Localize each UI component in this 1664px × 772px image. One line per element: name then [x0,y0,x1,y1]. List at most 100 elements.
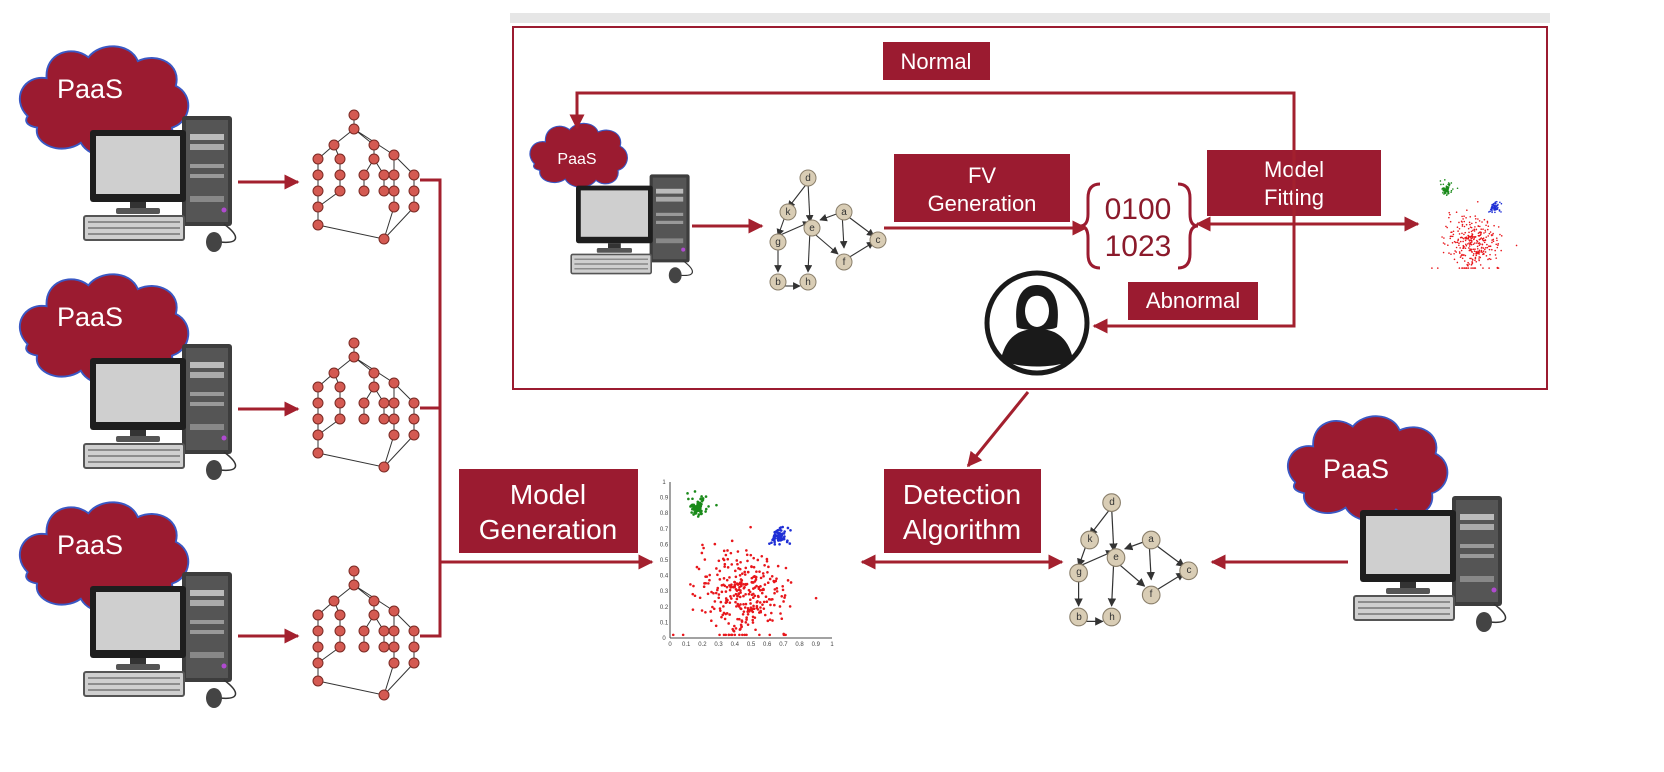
scatter-point [779,529,783,532]
scatter-point [744,583,748,587]
scatter-point [1474,248,1476,250]
scatter-point [695,505,699,508]
scatter-point [698,506,702,510]
scatter-point [714,591,718,595]
scatter-point [1478,235,1481,237]
scatter-point [1477,218,1479,220]
scatter-point [1497,242,1500,245]
scatter-point [749,525,752,529]
scatter-point [1486,243,1488,246]
scatter-point [777,539,780,542]
scatter-point [773,588,777,591]
scatter-point [1479,225,1481,228]
scatter-point [699,509,702,513]
scatter-point [1472,243,1475,246]
scatter-point [1462,237,1465,240]
scatter-point [1465,223,1468,226]
scatter-point [1474,259,1476,262]
scatter-point [724,612,727,616]
scatter-point [773,530,777,534]
scatter-point [1493,206,1495,209]
scatter-point [1476,247,1479,250]
scatter-point [1489,253,1491,256]
scatter-point [781,525,784,529]
graph-node-h-2: h [1109,612,1115,623]
scatter-point [1455,246,1458,249]
scatter-point [758,601,762,604]
scatter-point [1491,248,1493,251]
scatter-point [1488,248,1491,251]
scatter-point [1468,221,1471,224]
scatter-point [1470,243,1473,246]
scatter-point [720,615,723,619]
top-paas-label: PaaS [557,151,596,168]
scatter-point [730,583,733,586]
scatter-point [745,553,749,557]
scatter-point [1458,242,1460,245]
y-tick-label: 0.8 [660,511,669,517]
scatter-point [780,595,784,598]
x-tick-label: 0.1 [682,642,691,648]
scatter-point [1473,267,1476,269]
scatter-point [1479,256,1482,259]
scatter-point [749,602,752,605]
scatter-point [1448,211,1451,214]
scatter-point [712,591,715,595]
scatter-point [1450,189,1453,192]
scatter-point [1449,237,1452,240]
scatter-point [1498,209,1501,211]
feature-vector-line-1: 0100 [1105,193,1172,226]
scatter-point [1483,241,1486,244]
scatter-point [752,604,755,608]
scatter-point [761,603,764,606]
svg-text:Normal: Normal [901,49,972,74]
scatter-point [727,622,730,625]
scatter-point [735,559,739,562]
scatter-point [1459,240,1462,243]
scatter-point [1491,205,1493,208]
scatter-point [1467,236,1470,239]
scatter-point [1446,193,1448,195]
scatter-point [1454,250,1456,252]
svg-text:Generation: Generation [479,514,618,545]
scatter-point [707,505,710,508]
scatter-point [1447,189,1449,191]
scatter-point [1465,236,1468,238]
scatter-point [1463,220,1466,223]
scatter-point [730,597,733,600]
scatter-point [1448,184,1451,186]
scatter-point [1461,223,1464,226]
scatter-point [733,583,737,587]
x-tick-label: 0.6 [763,642,772,648]
scatter-point [736,602,740,606]
scatter-point [748,598,752,602]
scatter-point [759,606,762,609]
scatter-point [775,587,779,590]
scatter-point [767,565,770,569]
x-tick-label: 0.9 [812,642,821,648]
scatter-point [1484,229,1487,232]
scatter-point [687,497,690,501]
scatter-point [767,597,771,601]
scatter-point [1515,244,1518,247]
scatter-point [1450,182,1453,184]
scatter-point [731,627,734,631]
scatter-point [1447,244,1449,247]
scatter-point [781,532,784,535]
panel-shadow [510,13,1550,23]
label-abnormal: Abnormal [1128,282,1258,320]
scatter-point [697,513,701,516]
scatter-point [739,607,742,610]
scatter-point [1487,258,1489,261]
scatter-point [743,633,746,637]
scatter-point [786,579,790,582]
scatter-point [1470,267,1472,269]
scatter-point [1476,245,1479,248]
scatter-point [762,607,766,610]
scatter-point [703,558,707,561]
scatter-point [1486,246,1489,249]
scatter-point [788,605,792,608]
scatter-point [708,573,712,577]
graph-node-a-2: a [1148,534,1154,545]
scatter-point [751,621,755,624]
